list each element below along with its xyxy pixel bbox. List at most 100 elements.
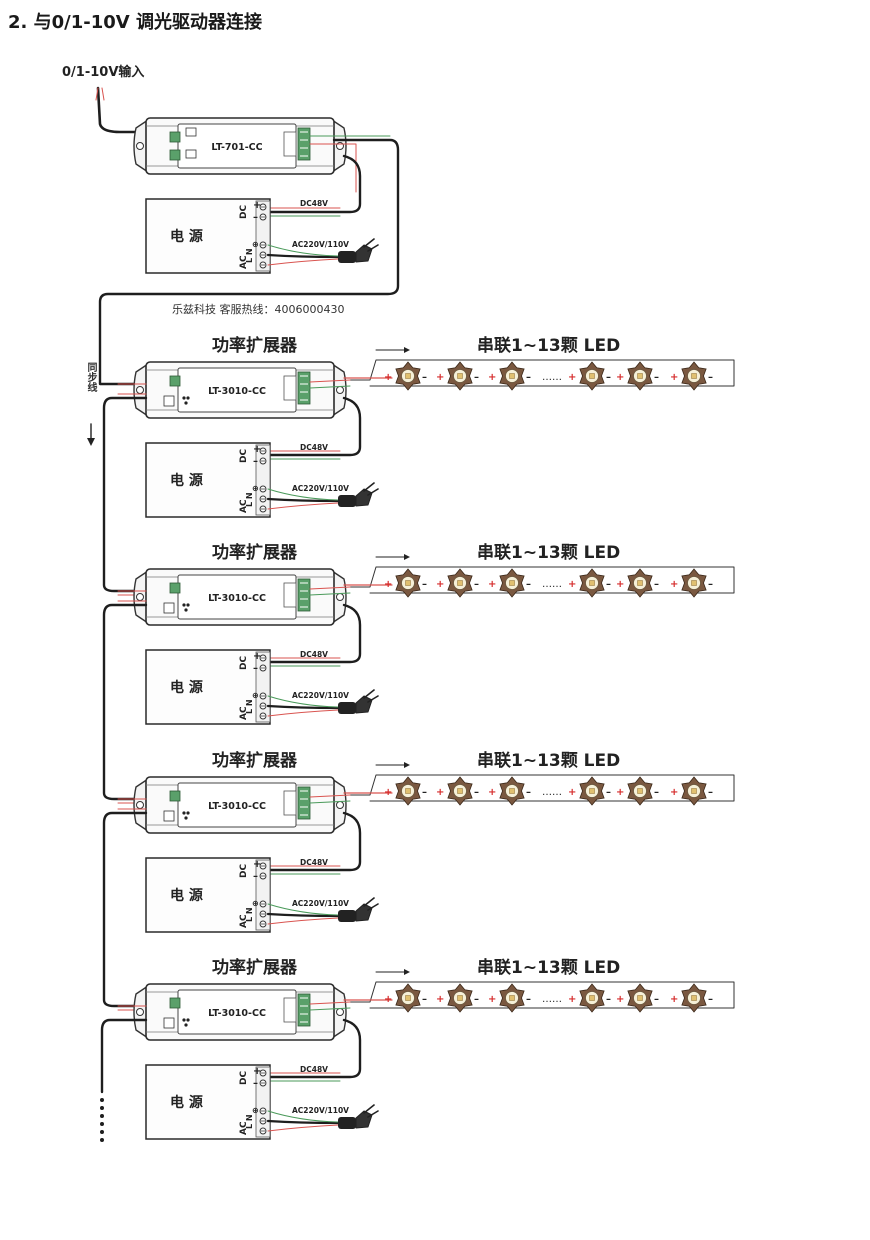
indicator-dot (184, 608, 188, 612)
ac-wire-l (267, 917, 339, 925)
led-minus: – (708, 579, 713, 590)
led-minus: – (708, 372, 713, 383)
led-star (579, 361, 605, 391)
led-minus: – (606, 579, 611, 590)
sync-cable-link (102, 396, 148, 593)
led-plus: + (616, 994, 624, 1005)
led-star (579, 983, 605, 1013)
expander-module-3: LT-3010-CC (133, 776, 347, 834)
led-ellipsis: …… (542, 372, 562, 383)
direction-arrow-head (404, 554, 410, 560)
led-chip (691, 580, 697, 586)
led-chip (637, 788, 643, 794)
led-plus: + (436, 372, 444, 383)
plug-pin (363, 238, 375, 248)
led-chip (637, 995, 643, 1001)
led-ellipsis: …… (542, 579, 562, 590)
plug-head (355, 488, 373, 507)
led-star (681, 983, 707, 1013)
dc-label: DC (239, 449, 249, 463)
page-title: 2. 与0/1-10V 调光驱动器连接 (8, 12, 262, 33)
mount-hole (336, 1008, 344, 1016)
sync-cable-continue (100, 1018, 148, 1094)
led-chip (509, 373, 515, 379)
led-plus: + (670, 372, 678, 383)
led-plus: + (384, 372, 392, 383)
led-star (499, 361, 525, 391)
output-terminal (297, 127, 311, 161)
led-minus: – (606, 994, 611, 1005)
led-chip (405, 580, 411, 586)
dc-label: DC (239, 1071, 249, 1085)
led-minus: – (526, 579, 531, 590)
ground-symbol: ⊕ (252, 1106, 259, 1115)
ac-wire-ground (267, 1110, 339, 1123)
led-minus: – (422, 787, 427, 798)
module-model-label: LT-3010-CC (208, 801, 266, 812)
sync-wire-label: 同步线 (85, 362, 96, 392)
dc-voltage-label: DC48V (300, 858, 328, 867)
led-minus: – (526, 372, 531, 383)
rj-port (163, 810, 175, 822)
led-wire-return (309, 1007, 351, 1011)
plug-pin (367, 695, 379, 703)
output-terminal (297, 578, 311, 612)
led-chip (691, 995, 697, 1001)
plug-body (338, 1117, 356, 1129)
input-terminal (169, 582, 181, 594)
ln-label: L N (245, 492, 254, 507)
module-model-label: LT-3010-CC (208, 1008, 266, 1019)
direction-arrow-head (404, 969, 410, 975)
ac-wire-ground (267, 695, 339, 708)
plug-pin (367, 488, 379, 496)
module-model-label: LT-701-CC (211, 142, 262, 153)
dc-minus: – (253, 663, 258, 674)
terminal-block (255, 859, 271, 931)
led-plus: + (436, 579, 444, 590)
led-minus: – (526, 994, 531, 1005)
plug-pin (363, 689, 375, 699)
input-terminal (169, 790, 181, 802)
led-minus: – (606, 787, 611, 798)
led-star (681, 776, 707, 806)
mount-hole (136, 386, 144, 394)
output-connector (283, 375, 297, 401)
led-plus: + (670, 787, 678, 798)
plug-head (355, 244, 373, 263)
expander-module-1: LT-3010-CC (133, 361, 347, 419)
ac-label: AC (239, 1121, 249, 1135)
ac-wire-l (267, 502, 339, 510)
led-minus: – (474, 994, 479, 1005)
ln-label: L N (245, 699, 254, 714)
led-star (395, 568, 421, 598)
led-plus: + (616, 787, 624, 798)
led-strip-outline (349, 359, 735, 387)
led-plus: + (568, 787, 576, 798)
led-minus: – (708, 994, 713, 1005)
indicator-dot (186, 811, 190, 815)
led-chip (637, 580, 643, 586)
ac-voltage-label: AC220V/110V (292, 899, 349, 908)
led-minus: – (654, 579, 659, 590)
ln-label: L N (245, 248, 254, 263)
led-plus: + (384, 787, 392, 798)
led-star (395, 983, 421, 1013)
input-terminal (169, 375, 181, 387)
module-model-label: LT-3010-CC (208, 593, 266, 604)
led-plus: + (568, 372, 576, 383)
plug-head (355, 903, 373, 922)
led-chip (691, 788, 697, 794)
led-minus: – (474, 787, 479, 798)
sync-cable-link (102, 603, 148, 801)
continuation-dot (100, 1130, 104, 1134)
expander-title-2: 功率扩展器 (212, 543, 297, 563)
dc-plus: + (253, 444, 261, 455)
led-wire-out (309, 794, 351, 798)
mount-hole (336, 801, 344, 809)
ln-label: L N (245, 907, 254, 922)
power-supply-label: 电 源 (170, 887, 203, 904)
led-plus: + (384, 579, 392, 590)
led-ellipsis: …… (542, 787, 562, 798)
plug-pin (363, 1104, 375, 1114)
